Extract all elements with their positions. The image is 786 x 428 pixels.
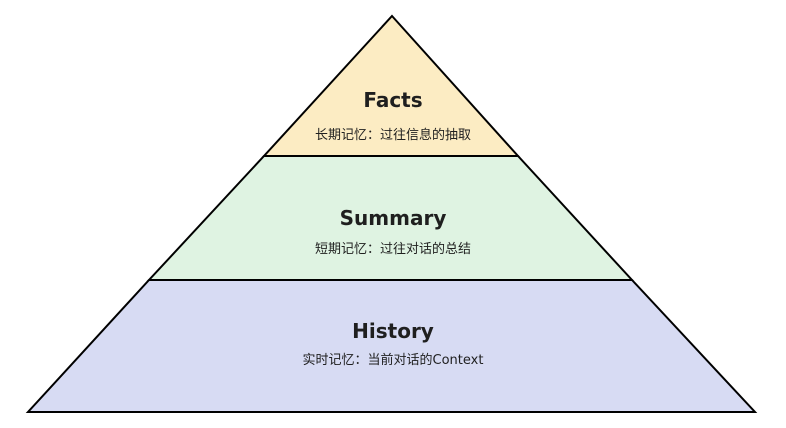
layer-summary-title: Summary (339, 206, 447, 230)
layer-history: History 实时记忆：当前对话的Context (0, 319, 786, 369)
layer-history-shape (25, 279, 758, 413)
layer-facts-description: 长期记忆：过往信息的抽取 (314, 128, 471, 143)
layer-history-title: History (352, 319, 434, 343)
layer-facts: Facts 长期记忆：过往信息的抽取 (0, 88, 786, 144)
layer-summary: Summary 短期记忆：过往对话的总结 (0, 206, 786, 258)
layer-summary-description: 短期记忆：过往对话的总结 (314, 242, 471, 257)
layer-facts-title: Facts (363, 88, 423, 112)
layer-history-description: 实时记忆：当前对话的Context (302, 353, 484, 368)
